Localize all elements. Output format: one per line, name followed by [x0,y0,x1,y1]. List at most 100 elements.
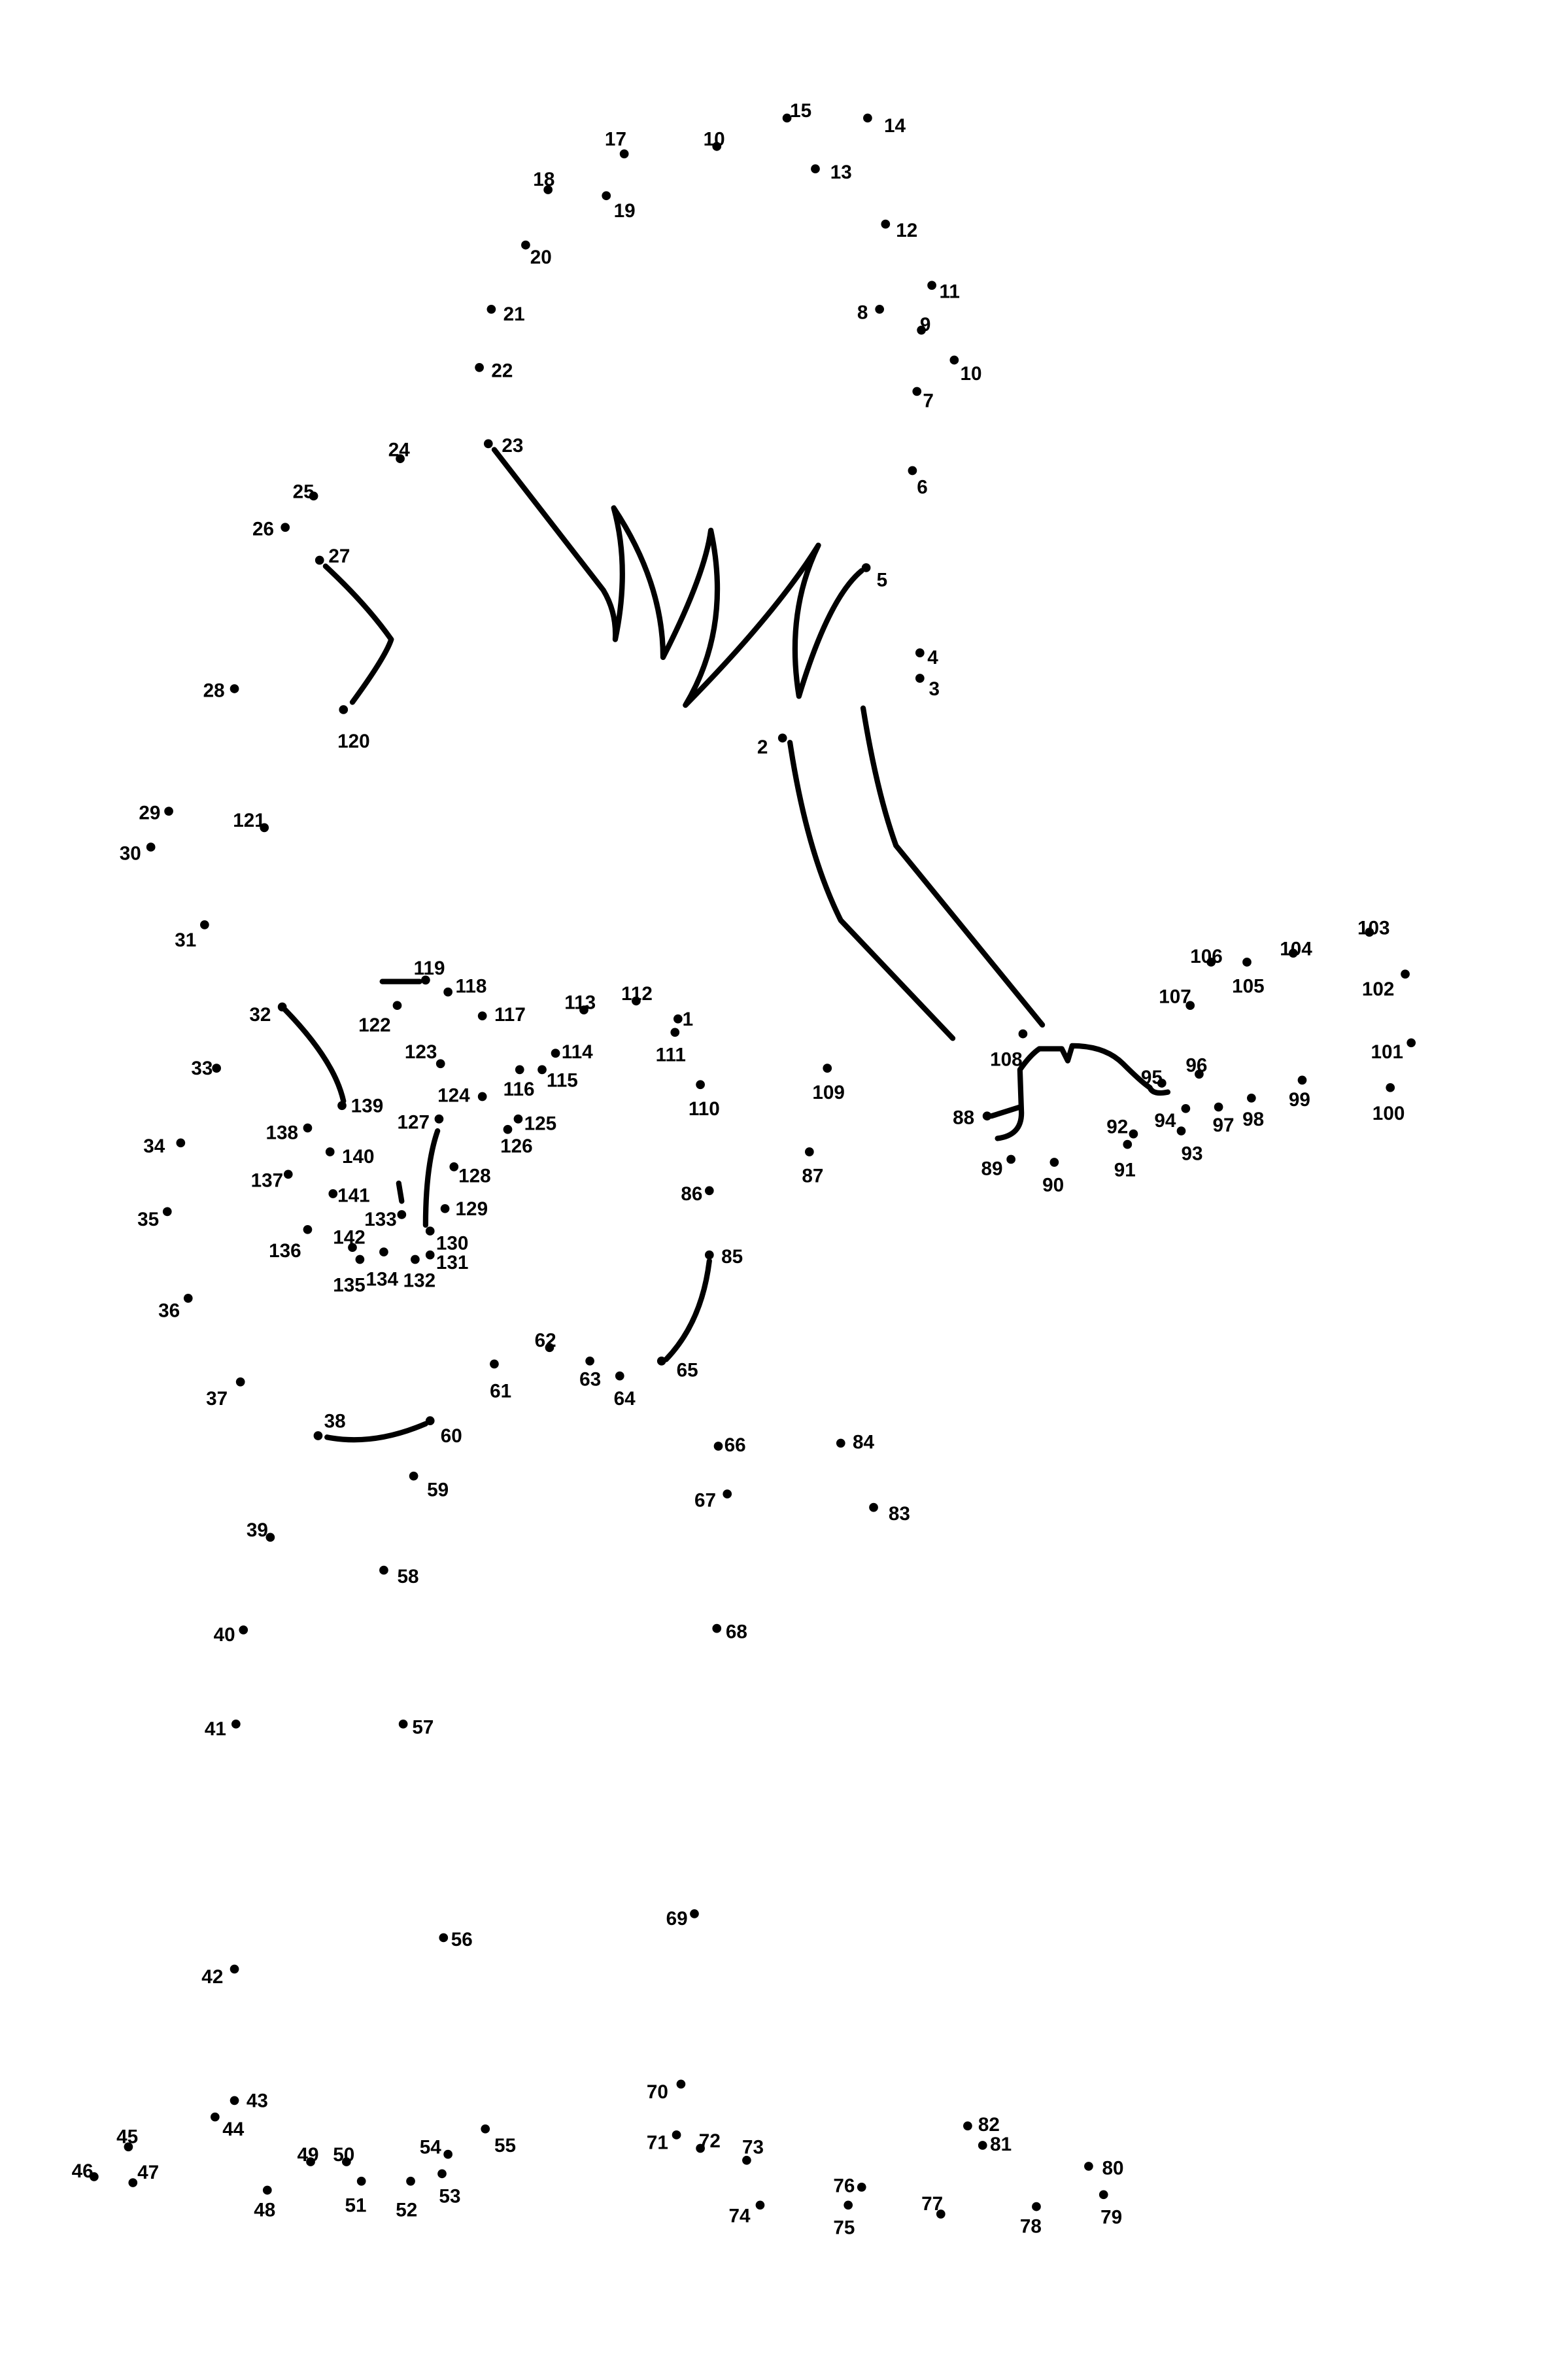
dot-label: 39 [247,1519,268,1541]
dot-123: 123 [405,1041,445,1069]
dot-47: 47 [128,2162,159,2187]
dot-19: 19 [602,191,636,222]
dot-label: 120 [337,731,370,752]
dot-76: 76 [833,2175,866,2197]
dot-label: 77 [921,2193,943,2215]
dot-marker [861,563,871,572]
dot-122: 122 [358,1001,402,1036]
dot-marker [164,806,173,816]
dot-marker [379,1247,388,1256]
dot-81: 81 [978,2134,1012,2155]
dot-64: 64 [614,1371,636,1410]
dot-140: 140 [325,1146,375,1168]
dot-marker [486,304,496,314]
dot-marker [230,2096,239,2105]
dot-label: 69 [666,1908,688,1930]
dot-marker [231,1719,241,1729]
dot-131: 131 [425,1250,468,1273]
dot-32: 32 [249,1002,287,1026]
dot-84: 84 [836,1431,875,1453]
dot-marker [1176,1126,1186,1135]
dot-label: 128 [458,1166,491,1187]
dot-label: 91 [1114,1160,1136,1181]
dot-69: 69 [666,1908,699,1930]
dot-label: 123 [405,1041,437,1063]
dot-label: 52 [396,2199,417,2221]
dot-marker [483,439,493,449]
dot-12: 12 [881,219,917,241]
dot-marker [982,1111,992,1121]
mouth-line [324,1421,428,1443]
dot-label: 37 [206,1388,228,1410]
dot-label: 59 [427,1479,449,1500]
dot-label: 108 [990,1049,1023,1071]
dot-marker [449,1162,459,1171]
dot-label: 66 [724,1434,746,1456]
dot-label: 98 [1242,1109,1264,1130]
dot-46: 46 [72,2160,99,2182]
dot-label: 129 [456,1198,488,1220]
dot-label: 134 [366,1268,399,1290]
dot-label: 75 [833,2217,855,2239]
dot-label: 114 [562,1041,593,1063]
ear-curve [322,563,394,705]
dot-marker [337,1101,347,1111]
numbered-dots: 1234567891010111213141517181920212223242… [72,100,1416,2239]
dot-label: 102 [1362,979,1395,1000]
dot-label: 57 [412,1717,434,1739]
dot-115: 115 [537,1065,578,1092]
dot-53: 53 [437,2169,460,2208]
dot-marker [579,1005,588,1014]
dot-label: 82 [978,2114,1000,2136]
dot-141: 141 [328,1185,370,1206]
dot-label: 95 [1141,1067,1163,1088]
dot-71: 71 [647,2130,681,2154]
dot-128: 128 [449,1162,491,1187]
dot-marker [927,281,936,290]
dot-label: 93 [1181,1143,1202,1164]
dot-90: 90 [1042,1158,1064,1196]
dot-50: 50 [333,2144,354,2166]
dot-marker [915,648,925,657]
dot-marker [277,1002,287,1012]
dot-30: 30 [120,842,156,864]
dot-label: 1 [683,1009,694,1030]
dot-label: 47 [137,2162,159,2183]
dot-marker [881,219,891,229]
dot-marker [1049,1158,1059,1167]
dot-label: 101 [1371,1041,1404,1063]
dot-52: 52 [396,2176,417,2221]
dot-marker [356,2176,366,2186]
dot-133: 133 [364,1209,407,1230]
dot-label: 136 [269,1240,301,1262]
thumb-line [989,1104,1023,1119]
dot-106: 106 [1190,946,1223,967]
dot-label: 138 [266,1122,299,1143]
nose-line [422,1128,441,1228]
dot-100: 100 [1372,1083,1405,1124]
dot-marker [443,987,452,997]
dot-78: 78 [1020,2202,1042,2237]
dot-marker [585,1356,594,1366]
dot-96: 96 [1185,1055,1207,1079]
dot-label: 24 [388,440,411,461]
dot-marker [673,1014,683,1024]
jaw-line [663,1258,712,1362]
dot-43: 43 [230,2090,268,2112]
dot-29: 29 [139,803,173,824]
dot-marker [437,2169,447,2179]
dot-99: 99 [1289,1075,1310,1111]
dot-135: 135 [333,1255,366,1296]
dot-marker [712,141,722,151]
dot-marker [396,454,405,464]
dot-58: 58 [379,1565,419,1587]
dot-marker [869,1502,878,1512]
dot-marker [409,1471,418,1481]
dot-marker [656,1356,666,1366]
dot-label: 119 [414,958,445,979]
dot-marker [1406,1038,1416,1048]
dot-105: 105 [1232,958,1265,997]
dot-marker [676,2079,686,2089]
dot-marker [670,1028,680,1037]
